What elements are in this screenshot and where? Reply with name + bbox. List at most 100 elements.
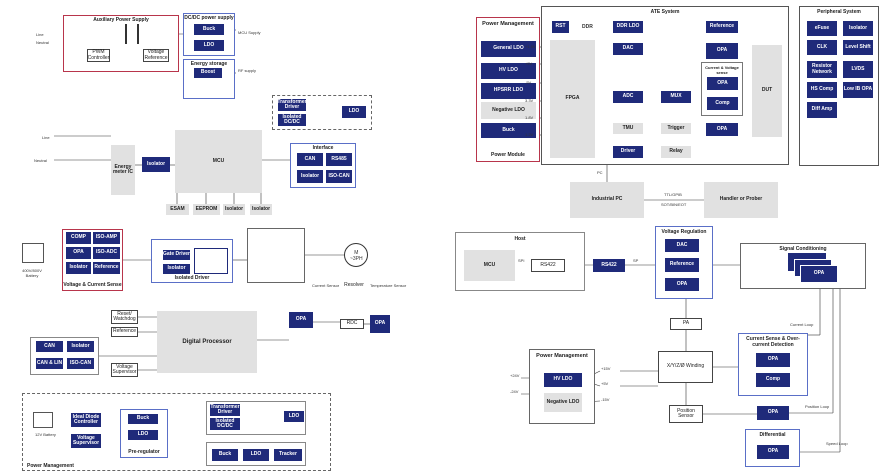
motor-icon [344, 243, 368, 267]
battery-icon [22, 243, 44, 263]
vcs-title: Voltage & Current Sense [63, 282, 122, 288]
can-lin-block: CAN & LIN [36, 358, 63, 369]
peripheral-title: Peripheral System [817, 9, 861, 15]
ate-buck-block: Buck [481, 123, 536, 138]
ttl-gpib-label: TTL/GPIB [664, 192, 682, 197]
rs422-device-block: RS422 [593, 259, 625, 272]
rail-1-8v: 1.8V [525, 115, 534, 120]
ate-opa2-block: OPA [707, 77, 738, 90]
vreg-dac-block: DAC [665, 239, 699, 252]
relay-block: Relay [661, 146, 691, 158]
sc-title: Signal Conditioning [779, 246, 827, 252]
iso-can-block: ISO-CAN [326, 170, 352, 183]
eeprom-block: EEPROM [193, 204, 220, 215]
dp-can-block: CAN [36, 341, 63, 352]
current-sensor-label: Current Sensor [312, 283, 340, 288]
meter-neutral-label: Neutral [34, 158, 47, 163]
motor-label: M ~3PH [350, 250, 363, 262]
tmu-block: TMU [613, 123, 643, 134]
rf-supply-label: RF supply [238, 68, 257, 73]
rail-1-2v: 1.2V [525, 132, 534, 137]
ddr-ldo-block: DDR LDO [613, 21, 643, 33]
pm2-out-minus15v: -15V [601, 397, 610, 402]
transformer-driver-block: Transformer Driver [277, 98, 307, 111]
digital-processor-block: Digital Processor [157, 311, 257, 373]
hv-ldo-block: HV LDO [481, 63, 536, 79]
mux-block: MUX [661, 91, 691, 103]
host-mcu-block: MCU [464, 250, 515, 281]
pm-isolated-dcdc-block: Isolated DC/DC [210, 418, 240, 430]
current-loop-label: Current Loop [790, 322, 814, 327]
trigger-block: Trigger [661, 123, 691, 134]
storage-title: Energy storage [190, 61, 228, 67]
dp-iso-can-block: ISO-CAN [67, 358, 94, 369]
dp-voltage-supervisor-block: Voltage Supervisor [111, 363, 138, 377]
mcu-block: MCU [175, 130, 262, 193]
handler-prober-block: Handler or Prober [704, 182, 778, 218]
energy-meter-block: Energy meter IC [111, 145, 135, 195]
interface-title: Interface [312, 145, 334, 151]
esam-block: ESAM [166, 204, 189, 215]
position-sensor-block: Position Sensor [669, 405, 703, 423]
pa-block: PA [670, 318, 702, 330]
level-shift-block: Level Shift [843, 40, 873, 55]
speed-loop-label: Speed Loop [826, 441, 848, 446]
dcdc-buck-block: Buck [194, 24, 224, 35]
vreg-reference-block: Reference [665, 258, 699, 272]
hs-comp-block: HS Comp [807, 82, 837, 98]
prereg-title: Pre-regulator [128, 449, 160, 455]
inverter-bridge-icon [247, 228, 305, 283]
driver-block: Driver [613, 146, 643, 158]
periph-isolator-block: Isolator [843, 21, 873, 36]
mcu-supply-label: MCU Supply [238, 30, 261, 35]
dp-reference-block: Reference [111, 327, 138, 337]
rail-1-5v: +1.5V [525, 44, 536, 49]
xfmr-ldo-block: LDO [342, 106, 366, 118]
vcs-isolator-block: Isolator [66, 262, 91, 274]
aux-line-label: Line [36, 32, 44, 37]
vreg-title: Voltage Regulation [661, 229, 707, 235]
rdc-block: RDC [340, 319, 364, 329]
voltage-reference-block: Voltage Reference [143, 49, 169, 62]
ate-title: ATE System [650, 9, 680, 15]
aux-power-supply: Auxiliary Power Supply [63, 15, 179, 72]
pc-label: PC [597, 170, 603, 175]
resistor-network-block: Resistor Network [807, 61, 837, 78]
spi-label: SPI [518, 258, 525, 263]
isolator-block-1: Isolator [223, 204, 245, 215]
vreg-opa-block: OPA [665, 278, 699, 291]
rail-minus-5v: -5V [525, 80, 532, 85]
pos-opa-block: OPA [757, 406, 789, 420]
iso-amp-block: ISO-AMP [93, 232, 120, 244]
power-module-label: Power Module [491, 152, 525, 158]
cs-title: Current Sense & Over-current Detection [746, 336, 800, 348]
ate-reference-block: Reference [706, 21, 738, 33]
rail-5v: +5V [525, 61, 533, 66]
pm-ldo3-block: LDO [243, 449, 269, 461]
ideal-diode-block: Ideal Diode Controller [71, 413, 101, 427]
meter-isolator-block: Isolator [142, 157, 170, 172]
vcs-reference-block: Reference [93, 262, 120, 274]
sc-opa-block: OPA [800, 265, 838, 283]
pm-voltage-supervisor-block: Voltage Supervisor [71, 434, 101, 448]
isolator-block-2: Isolator [250, 204, 272, 215]
energy-storage: Energy storage [183, 59, 235, 99]
cv-sense-title: Current & Voltage sense [705, 65, 739, 75]
pm-title: Power Management [27, 463, 74, 469]
hpsrr-ldo-block: HPSRR LDO [481, 83, 536, 99]
rail-3-3v: 3.3V [525, 98, 534, 103]
dp-isolator-block: Isolator [67, 341, 94, 352]
general-ldo-block: General LDO [481, 41, 536, 57]
aux-title: Auxiliary Power Supply [93, 17, 149, 23]
low-ib-opa-block: Low IB OPA [843, 82, 873, 98]
pm-ldo-block: LDO [128, 430, 158, 440]
iface-isolator-block: Isolator [297, 170, 323, 183]
comp-block: COMP [66, 232, 91, 244]
boost-block: Boost [194, 68, 222, 78]
sp-label: SP [633, 258, 639, 263]
position-loop-label: Position Loop [805, 404, 830, 409]
pm-ldo2-block: LDO [284, 411, 304, 422]
gate-driver-block: Gate Driver [163, 250, 190, 260]
rs485-block: RS485 [326, 153, 352, 166]
resolver-label: Resolver [344, 282, 364, 289]
